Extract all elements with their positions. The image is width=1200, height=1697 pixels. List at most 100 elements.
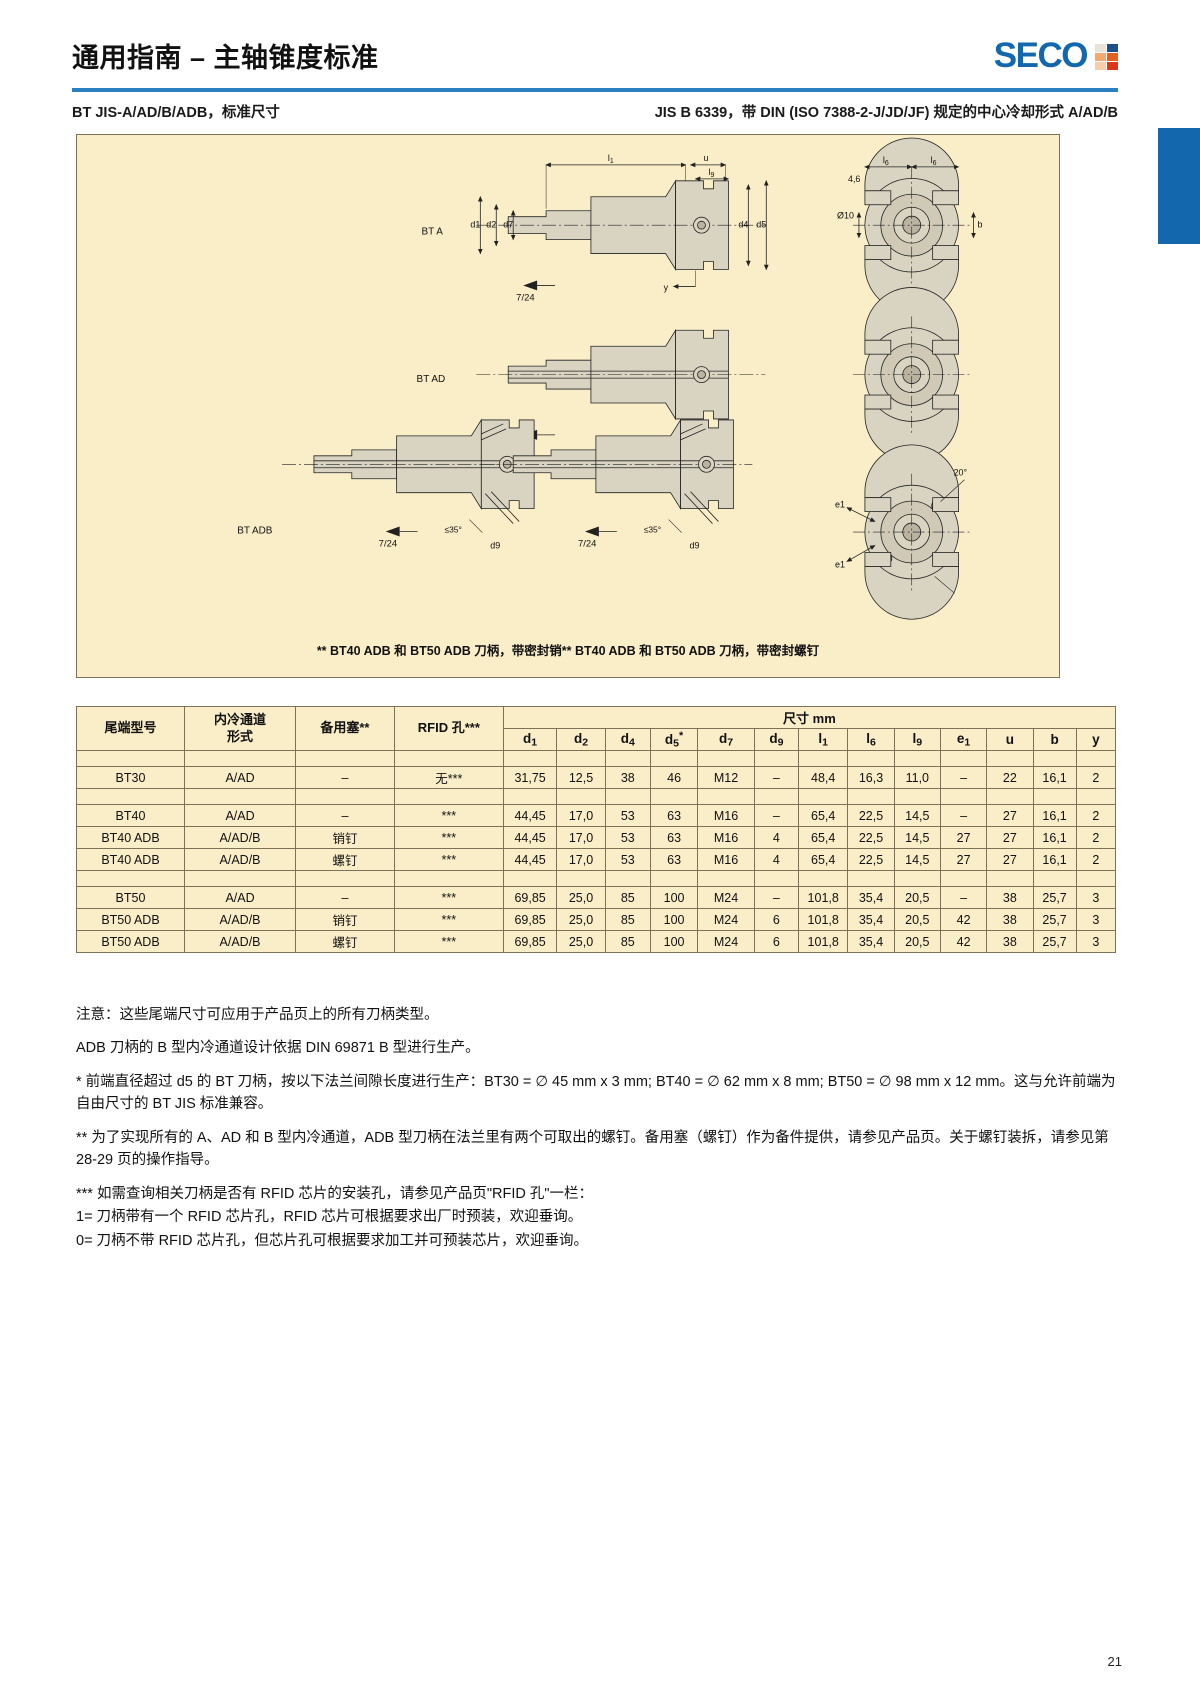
cell-plug: – (295, 886, 395, 909)
cell-d1: 44,45 (502, 848, 558, 871)
cell-e1: 27 (939, 826, 988, 849)
svg-text:l1: l1 (608, 153, 614, 165)
svg-text:d9: d9 (690, 540, 700, 550)
spacer-cell (183, 870, 297, 887)
brand-wordmark: SECO (993, 36, 1089, 75)
table-row[interactable]: BT40 ADB A/AD/B 销钉 *** 44,45 17,0 53 63 … (76, 826, 1117, 849)
cell-rfid: 无*** (393, 766, 504, 789)
cell-e1: 42 (939, 908, 988, 931)
cell-l1: 101,8 (798, 886, 849, 909)
spacer-cell (502, 750, 558, 767)
spacer-cell (986, 750, 1034, 767)
svg-text:4,6: 4,6 (848, 174, 860, 184)
cell-d2: 17,0 (556, 848, 606, 871)
table-row[interactable]: BT30 A/AD – 无*** 31,75 12,5 38 46 M12 – … (76, 766, 1117, 789)
cell-e1: 27 (939, 848, 988, 871)
table-row[interactable]: BT50 ADB A/AD/B 销钉 *** 69,85 25,0 85 100… (76, 908, 1117, 931)
taper-drawings-svg: BT A l1 (237, 137, 982, 620)
figure-footnote-left: ** BT40 ADB 和 BT50 ADB 刀柄，带密封销 (316, 644, 562, 658)
cell-l9: 14,5 (893, 804, 941, 827)
table-row[interactable]: BT40 ADB A/AD/B 螺钉 *** 44,45 17,0 53 63 … (76, 848, 1117, 871)
spindle-taper-spec-table: 尾端型号 内冷通道形式 备用塞** RFID 孔*** 尺寸 mm d1 d2 … (76, 706, 1117, 953)
cell-l1: 101,8 (798, 930, 849, 953)
cell-d9: 6 (753, 930, 800, 953)
svg-text:l9: l9 (708, 167, 714, 179)
th-spare-plug: 备用塞** (295, 706, 395, 751)
cell-rfid: *** (393, 826, 504, 849)
cell-d5: 46 (649, 766, 699, 789)
spacer-cell (697, 870, 755, 887)
note-double-asterisk-spare-plug: ** 为了实现所有的 A、AD 和 B 型内冷通道，ADB 型刀柄在法兰里有两个… (76, 1129, 1109, 1169)
th-l6: l6 (847, 728, 895, 751)
spacer-cell (1075, 750, 1117, 767)
cell-plug: – (295, 804, 395, 827)
spacer-cell (183, 750, 297, 767)
cell-d5: 100 (649, 908, 699, 931)
th-y: y (1075, 728, 1117, 751)
spacer-cell (847, 750, 895, 767)
spacer-cell (502, 870, 558, 887)
cell-d1: 31,75 (502, 766, 558, 789)
th-d1: d1 (502, 728, 558, 751)
cell-y: 3 (1075, 886, 1117, 909)
svg-text:d5: d5 (756, 220, 766, 230)
cell-model: BT50 (76, 886, 185, 909)
th-d2: d2 (556, 728, 606, 751)
cell-rfid: *** (393, 804, 504, 827)
svg-text:20°: 20° (954, 468, 968, 478)
spacer-cell (753, 870, 800, 887)
cell-l1: 65,4 (798, 804, 849, 827)
spacer-cell (649, 870, 699, 887)
cell-d4: 85 (604, 908, 651, 931)
figure-footnote-right: ** BT40 ADB 和 BT50 ADB 刀柄，带密封螺钉 (561, 644, 820, 658)
cell-plug: 螺钉 (295, 848, 395, 871)
section-side-tab (1158, 128, 1200, 244)
cell-d9: 4 (753, 848, 800, 871)
spacer-cell (393, 788, 504, 805)
cell-d1: 69,85 (502, 930, 558, 953)
cell-d1: 44,45 (502, 826, 558, 849)
spacer-cell (893, 870, 941, 887)
svg-text:BT AD: BT AD (417, 374, 446, 385)
svg-text:e1: e1 (835, 500, 845, 510)
spacer-cell (697, 750, 755, 767)
page-header: 通用指南 – 主轴锥度标准 SECO BT JIS-A/AD/B/ADB，标准尺… (0, 0, 1200, 121)
cell-y: 2 (1075, 766, 1117, 789)
spacer-cell (1032, 870, 1077, 887)
cell-channel: A/AD (183, 766, 297, 789)
svg-text:u: u (703, 153, 708, 163)
spacer-cell (1032, 788, 1077, 805)
spacer-cell (1075, 788, 1117, 805)
spacer-cell (295, 870, 395, 887)
cell-e1: 42 (939, 930, 988, 953)
cell-d2: 17,0 (556, 804, 606, 827)
cell-l6: 16,3 (847, 766, 895, 789)
subheader-right: JIS B 6339，带 DIN (ISO 7388-2-J/JD/JF) 规定… (654, 105, 1118, 121)
svg-text:≤35°: ≤35° (444, 525, 461, 535)
table-head-row-group: 尾端型号 内冷通道形式 备用塞** RFID 孔*** 尺寸 mm (76, 706, 1117, 751)
table-row[interactable]: BT50 ADB A/AD/B 螺钉 *** 69,85 25,0 85 100… (76, 930, 1117, 953)
svg-text:b: b (977, 220, 982, 230)
cell-l6: 35,4 (847, 908, 895, 931)
spacer-cell (76, 750, 185, 767)
cell-l6: 35,4 (847, 886, 895, 909)
cell-e1: – (939, 886, 988, 909)
note-triple-asterisk-rfid: *** 如需查询相关刀柄是否有 RFID 芯片的安装孔，请参见产品页"RFID … (76, 1185, 593, 1202)
cell-channel: A/AD/B (183, 826, 297, 849)
spacer-cell (798, 788, 849, 805)
table-row[interactable]: BT50 A/AD – *** 69,85 25,0 85 100 M24 – … (76, 886, 1117, 909)
subheader-left: BT JIS-A/AD/B/ADB，标准尺寸 (72, 105, 280, 121)
table-body: BT30 A/AD – 无*** 31,75 12,5 38 46 M12 – … (76, 750, 1117, 953)
cell-d9: 6 (753, 908, 800, 931)
spacer-cell (1075, 870, 1117, 887)
cell-plug: 销钉 (295, 826, 395, 849)
svg-text:l6: l6 (883, 155, 889, 167)
cell-d7: M12 (697, 766, 755, 789)
cell-e1: – (939, 804, 988, 827)
cell-d4: 38 (604, 766, 651, 789)
table-row[interactable]: BT40 A/AD – *** 44,45 17,0 53 63 M16 – 6… (76, 804, 1117, 827)
cell-model: BT50 ADB (76, 908, 185, 931)
spacer-cell (76, 788, 185, 805)
cell-d4: 53 (604, 826, 651, 849)
cell-y: 2 (1075, 848, 1117, 871)
